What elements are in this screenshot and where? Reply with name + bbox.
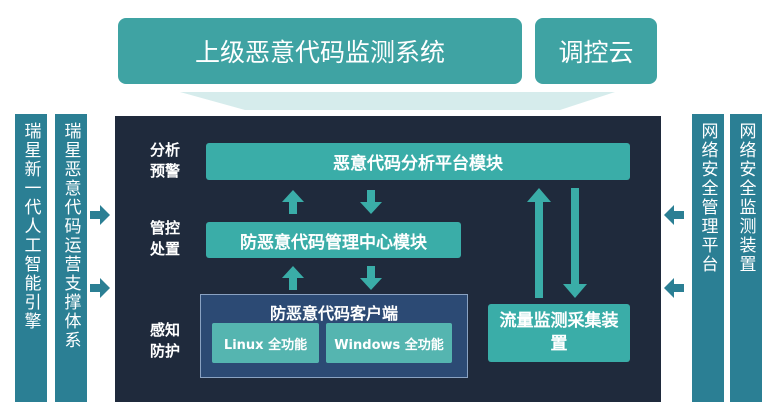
rising-malware-ops-label: 瑞星恶意代码运营支撑体系 [60,122,81,350]
arrow-up-icon [282,190,304,214]
arrow-up-icon [282,266,304,290]
layer-label-control: 管控处置 [150,219,181,258]
funnel-connector [180,92,615,110]
dispatch-cloud: 调控云 [535,18,657,84]
rising-ai-engine-label: 瑞星新一代人工智能引擎 [20,122,41,331]
arrow-right-icon [90,278,110,298]
layer-label-analysis: 分析预警 [150,141,181,180]
rising-malware-ops-column: 瑞星恶意代码运营支撑体系 [55,114,87,402]
network-security-management-label: 网络安全管理平台 [697,122,718,274]
arrow-right-icon [90,205,110,225]
linux-full-function: Linux 全功能 [212,323,319,363]
arrow-down-icon [360,190,382,214]
arrow-left-icon [664,205,684,225]
layer-label-sensing: 感知防护 [150,321,181,360]
network-security-management-column: 网络安全管理平台 [692,114,724,402]
rising-ai-engine-column: 瑞星新一代人工智能引擎 [15,114,47,402]
client-title: 防恶意代码客户端 [269,304,398,323]
network-security-monitoring-label: 网络安全监测装置 [735,122,756,274]
malware-analysis-platform-module: 恶意代码分析平台模块 [206,143,630,180]
windows-full-function: Windows 全功能 [326,323,452,363]
arrow-down-icon [360,266,382,290]
arrow-left-icon [664,278,684,298]
arrow-down-icon [563,188,587,298]
traffic-monitoring-collection-device: 流量监测采集装置 [488,304,630,362]
anti-malware-management-center-module: 防恶意代码管理中心模块 [206,222,461,258]
network-security-monitoring-column: 网络安全监测装置 [730,114,762,402]
arrow-up-icon [527,188,551,298]
superior-malware-monitoring-system: 上级恶意代码监测系统 [118,18,522,84]
